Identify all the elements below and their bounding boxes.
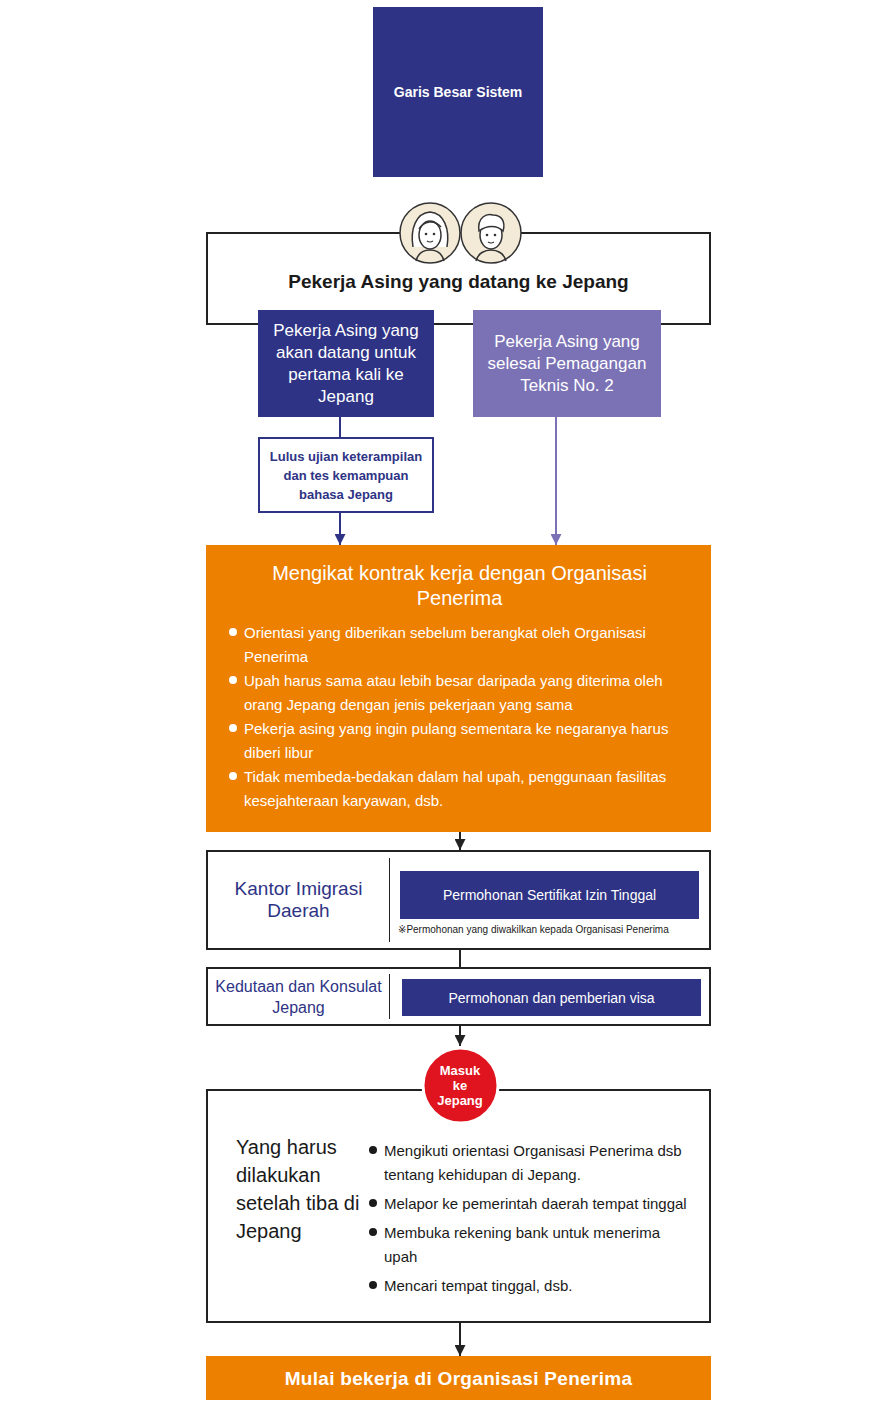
flow-connector <box>459 950 461 967</box>
node-text: Orientasi yang diberikan sebelum berangk… <box>228 621 691 669</box>
node-label: Pekerja Asing yang selesai Pemagangan Te… <box>481 331 653 397</box>
node-text: Melapor ke pemerintah daerah tempat ting… <box>368 1192 693 1221</box>
node-label: Yang harus dilakukan setelah tiba di Jep… <box>208 1133 368 1303</box>
node-label: Permohonan dan pemberian visa <box>448 989 654 1007</box>
avatar-hair <box>479 215 504 231</box>
node-label: Lulus ujian keterampilan dan tes kemampu… <box>266 447 426 504</box>
node-label: Mengikat kontrak kerja dengan Organisasi… <box>228 561 691 611</box>
node-text: Pekerja asing yang ingin pulang sementar… <box>228 717 691 765</box>
avatar-fringe <box>419 222 441 229</box>
node-label: Pekerja Asing yang akan datang untuk per… <box>266 320 426 408</box>
node-label: Permohonan Sertifikat Izin Tinggal <box>443 886 656 904</box>
flow-connector <box>459 832 461 850</box>
title-box: Garis Besar Sistem <box>373 7 543 177</box>
node-label: Kantor Imigrasi Daerah <box>208 858 390 942</box>
flow-connector <box>459 1323 461 1356</box>
entry-circle: Masuk ke Jepang <box>421 1046 500 1125</box>
node-label: Garis Besar Sistem <box>394 83 522 101</box>
worker-box: Pekerja Asing yang selesai Pemagangan Te… <box>473 310 661 417</box>
node-label: Pekerja Asing yang datang ke Jepang <box>218 270 699 294</box>
flow-connector <box>339 513 341 545</box>
node-text: Membuka rekening bank untuk menerima upa… <box>368 1221 693 1274</box>
process-box: Permohonan Sertifikat Izin Tinggal <box>400 871 699 919</box>
circle-outline <box>423 1048 498 1123</box>
node-text: Mengikuti orientasi Organisasi Penerima … <box>368 1139 693 1192</box>
node-label: Masuk ke Jepang <box>433 1063 487 1108</box>
node-text: Mencari tempat tinggal, dsb. <box>368 1274 693 1303</box>
node-label: Mulai bekerja di Organisasi Penerima <box>285 1367 633 1390</box>
office-box: Kedutaan dan Konsulat Jepang Permohonan d… <box>206 967 711 1026</box>
node-text: Upah harus sama atau lebih besar daripad… <box>228 669 691 717</box>
node-label: Kedutaan dan Konsulat Jepang <box>208 974 390 1019</box>
worker-box: Pekerja Asing yang akan datang untuk per… <box>258 310 434 417</box>
flow-connector <box>555 417 557 545</box>
requirement-box: Lulus ujian keterampilan dan tes kemampu… <box>258 437 434 513</box>
process-box: Permohonan dan pemberian visa <box>402 979 701 1016</box>
flow-connector <box>339 417 341 437</box>
node-text: ※Permohonan yang diwakilkan kepada Organ… <box>398 923 705 941</box>
flow-connector <box>459 1026 461 1046</box>
node-text: Tidak membeda-bedakan dalam hal upah, pe… <box>228 765 691 813</box>
office-box: Kantor Imigrasi Daerah ※Permohonan yang d… <box>206 850 711 950</box>
contract-box: Mengikat kontrak kerja dengan Organisasi… <box>206 545 711 832</box>
start-band: Mulai bekerja di Organisasi Penerima <box>206 1356 711 1400</box>
